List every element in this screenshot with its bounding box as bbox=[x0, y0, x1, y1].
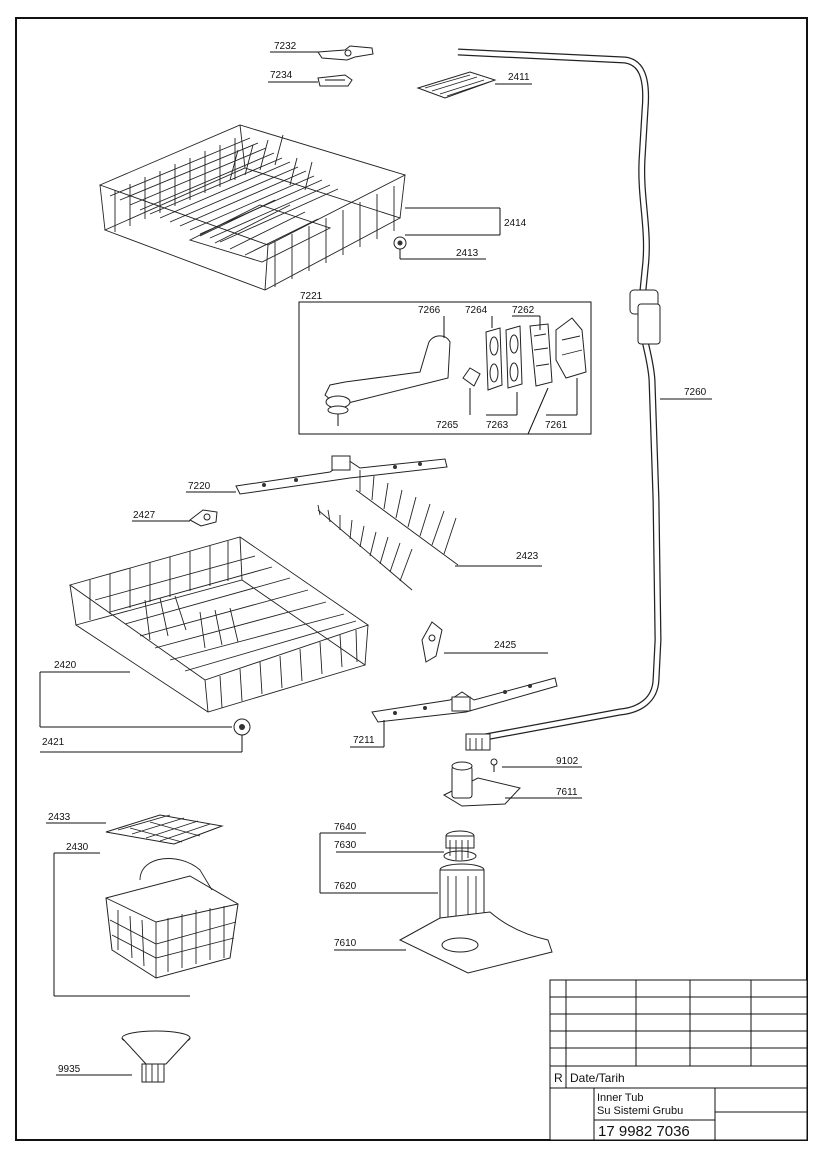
part-7610-micro-filter-plate bbox=[398, 911, 553, 974]
label-7263: 7263 bbox=[486, 420, 509, 431]
part-7261-connector bbox=[555, 317, 587, 379]
part-7211-lower-spray-arm bbox=[371, 677, 558, 723]
revision-letter: R bbox=[554, 1071, 563, 1085]
part-7630-coarse-filter bbox=[443, 830, 477, 862]
title-block: R Date/Tarih Inner Tub Su Sistemi Grubu … bbox=[549, 979, 808, 1141]
label-2420: 2420 bbox=[54, 660, 77, 671]
part-7260-water-pipe bbox=[457, 48, 662, 751]
part-7232-clip bbox=[317, 45, 374, 61]
group-box-7221 bbox=[298, 301, 592, 435]
label-2413: 2413 bbox=[456, 248, 479, 259]
label-2425: 2425 bbox=[494, 640, 517, 651]
part-2413-wheel bbox=[393, 236, 407, 250]
part-2421-wheel bbox=[233, 718, 251, 736]
label-2430: 2430 bbox=[66, 842, 89, 853]
part-7265-clip bbox=[462, 367, 481, 387]
label-9102: 9102 bbox=[556, 756, 579, 767]
label-7611: 7611 bbox=[556, 787, 578, 798]
part-2423-tine-racks bbox=[317, 470, 459, 591]
label-7265: 7265 bbox=[436, 420, 459, 431]
part-7611-sump-cover bbox=[442, 761, 521, 807]
part-7262-bracket bbox=[529, 323, 553, 387]
part-7266-spray-arm-duct bbox=[324, 335, 451, 426]
part-7263-gasket bbox=[505, 325, 523, 389]
part-9102-screw bbox=[490, 758, 498, 772]
label-2414: 2414 bbox=[504, 218, 527, 229]
label-7266: 7266 bbox=[418, 305, 441, 316]
label-7221: 7221 bbox=[300, 291, 323, 302]
title-line-2: Su Sistemi Grubu bbox=[597, 1105, 683, 1117]
part-2433-cutlery-grid bbox=[105, 814, 224, 845]
title-line-1: Inner Tub bbox=[597, 1092, 643, 1104]
label-7232: 7232 bbox=[274, 41, 297, 52]
part-2425-clip bbox=[421, 621, 443, 663]
label-7640: 7640 bbox=[334, 822, 357, 833]
part-2427-clip bbox=[189, 509, 218, 527]
part-2430-cutlery-basket bbox=[105, 858, 239, 979]
label-7610: 7610 bbox=[334, 938, 357, 949]
part-7264-seal bbox=[485, 327, 503, 391]
drawing-frame bbox=[15, 17, 808, 1141]
label-2427: 2427 bbox=[133, 510, 156, 521]
label-9935: 9935 bbox=[58, 1064, 81, 1075]
label-7261: 7261 bbox=[545, 420, 568, 431]
label-7264: 7264 bbox=[465, 305, 488, 316]
label-2421: 2421 bbox=[42, 737, 65, 748]
label-2411: 2411 bbox=[508, 72, 530, 83]
date-label: Date/Tarih bbox=[570, 1071, 625, 1085]
label-2423: 2423 bbox=[516, 551, 539, 562]
label-7262: 7262 bbox=[512, 305, 535, 316]
label-2433: 2433 bbox=[48, 812, 71, 823]
label-7211: 7211 bbox=[353, 735, 375, 746]
part-7234-clip bbox=[317, 74, 353, 87]
label-7260: 7260 bbox=[684, 387, 707, 398]
label-7220: 7220 bbox=[188, 481, 211, 492]
part-9935-funnel bbox=[121, 1030, 191, 1083]
upper-basket-drawing bbox=[98, 124, 407, 291]
part-7220-upper-spray-arm bbox=[235, 455, 448, 495]
lower-basket-drawing bbox=[68, 536, 369, 713]
part-2411-filter-tray bbox=[416, 71, 497, 99]
label-7234: 7234 bbox=[270, 70, 293, 81]
leader-7261-diag bbox=[527, 387, 549, 435]
drawing-number: 17 9982 7036 bbox=[598, 1123, 690, 1140]
label-7630: 7630 bbox=[334, 840, 357, 851]
label-7620: 7620 bbox=[334, 881, 357, 892]
